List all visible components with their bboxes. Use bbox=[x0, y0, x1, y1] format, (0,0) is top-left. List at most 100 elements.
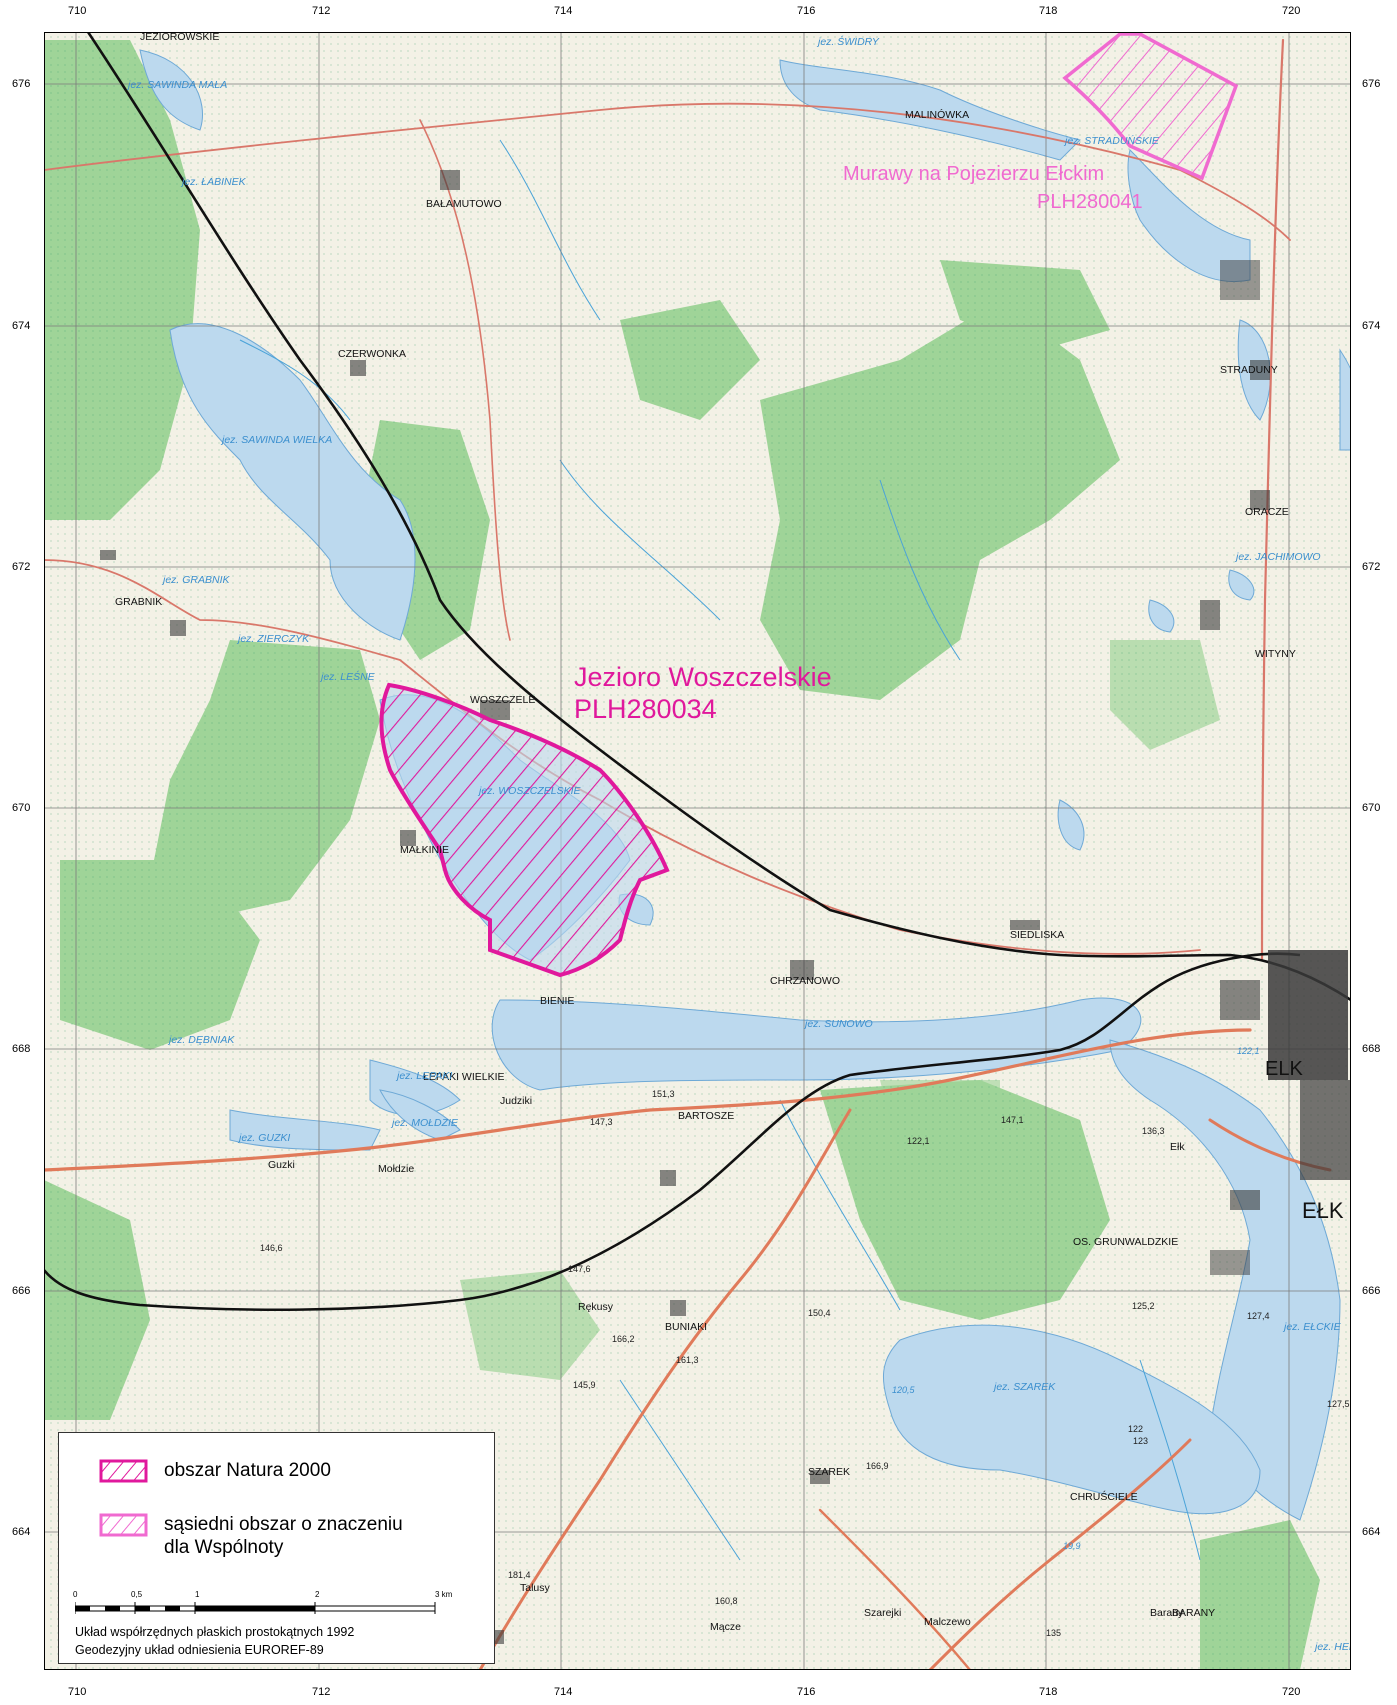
place-label: BARANY bbox=[1172, 1607, 1215, 1619]
lake-label: jez. SZAREK bbox=[992, 1381, 1056, 1393]
grid-lines bbox=[44, 32, 1351, 1670]
elevation-label: 122,1 bbox=[1237, 1046, 1260, 1056]
lake-label: jez. JACHIMOWO bbox=[1234, 551, 1321, 563]
streams bbox=[239, 139, 1201, 1561]
lake-label: jez. LEŚNE bbox=[319, 670, 376, 683]
scale-label: 3 km bbox=[435, 1590, 453, 1599]
place-label: CHRZANOWO bbox=[770, 975, 840, 987]
legend-footer-line1: Układ współrzędnych płaskich prostokątny… bbox=[75, 1625, 355, 1639]
elevation-label: 151,3 bbox=[652, 1089, 675, 1099]
elevation-label: 181,4 bbox=[508, 1570, 531, 1580]
place-label: BAŁAMUTOWO bbox=[426, 198, 502, 210]
lake-label: jez. WOSZCZELSKIE bbox=[477, 785, 582, 797]
scale-label: 2 bbox=[315, 1590, 320, 1599]
grid-y-right-670: 670 bbox=[1362, 802, 1381, 814]
place-label: GRABNIK bbox=[115, 596, 162, 608]
adjacent-label-line1: Murawy na Pojezierzu Ełckim bbox=[843, 163, 1104, 185]
site-label-line1: Jezioro Woszczelskie bbox=[574, 662, 832, 692]
grid-y-left-674: 674 bbox=[12, 320, 31, 332]
elevation-label: 122,1 bbox=[907, 1136, 930, 1146]
place-label: Szarejki bbox=[864, 1607, 901, 1619]
elevation-label: 145,9 bbox=[573, 1380, 596, 1390]
elevation-label: 166,9 bbox=[866, 1461, 889, 1471]
grid-y-left-676: 676 bbox=[12, 78, 31, 90]
scale-bar: 0 0,5 1 2 3 km bbox=[73, 1590, 455, 1616]
grid-y-left-666: 666 bbox=[12, 1285, 31, 1297]
elevation-label: 127,5 bbox=[1327, 1399, 1350, 1409]
grid-x-top-712: 712 bbox=[312, 5, 331, 17]
natura-site-woszczelskie bbox=[379, 682, 670, 978]
elevation-label: 161,3 bbox=[676, 1355, 699, 1365]
grid-x-top-716: 716 bbox=[797, 5, 816, 17]
buildings bbox=[100, 170, 1350, 1644]
lake-label: jez. EŁCKIE bbox=[1282, 1321, 1342, 1333]
place-label: Ełk bbox=[1170, 1141, 1185, 1153]
grid-y-right-674: 674 bbox=[1362, 320, 1381, 332]
place-label: WOSZCZELE bbox=[470, 694, 535, 706]
elevation-label: 150,4 bbox=[808, 1308, 831, 1318]
elevation-label: 120,5 bbox=[892, 1385, 916, 1395]
grid-x-top-714: 714 bbox=[554, 5, 573, 17]
place-label: BUNIAKI bbox=[665, 1321, 707, 1333]
topographic-map[interactable]: Jezioro Woszczelskie PLH280034 Murawy na… bbox=[44, 32, 1351, 1670]
grid-x-top-718: 718 bbox=[1039, 5, 1058, 17]
elevation-label: 135 bbox=[1046, 1628, 1061, 1638]
legend-natura-swatch bbox=[99, 1459, 148, 1483]
lake-label: jez. GUZKI bbox=[237, 1132, 290, 1144]
lake-label: jez. ŁABINEK bbox=[180, 176, 247, 188]
grid-x-bottom-718: 718 bbox=[1039, 1686, 1058, 1698]
legend: obszar Natura 2000 sąsiedni obszar o zna… bbox=[58, 1432, 495, 1664]
lake-label: jez. SAWINDA MAŁA bbox=[126, 79, 227, 91]
place-label: MAŁKINIE bbox=[400, 844, 449, 856]
legend-natura-label: obszar Natura 2000 bbox=[164, 1460, 331, 1481]
adjacent-site-murawy bbox=[1062, 32, 1239, 181]
elevation-label: 147,1 bbox=[1001, 1115, 1024, 1125]
grid-x-top-720: 720 bbox=[1282, 5, 1301, 17]
elevation-label: 147,3 bbox=[590, 1117, 613, 1127]
lake-label: jez. SUNOWO bbox=[803, 1018, 873, 1030]
legend-adjacent-label: sąsiedni obszar o znaczeniu dla Wspólnot… bbox=[164, 1513, 403, 1559]
place-label: SZAREK bbox=[808, 1466, 850, 1478]
town-label-elk-center: EŁK bbox=[1302, 1198, 1344, 1223]
place-label: ŁEPAKI WIELKIE bbox=[423, 1071, 505, 1083]
place-label: Rękusy bbox=[578, 1301, 614, 1313]
lake-label: jez. STRADUŃSKIE bbox=[1063, 134, 1160, 147]
legend-adjacent-swatch bbox=[99, 1513, 148, 1537]
place-label: Malczewo bbox=[924, 1616, 971, 1628]
place-label: BARTOSZE bbox=[678, 1110, 734, 1122]
legend-adjacent-line1: sąsiedni obszar o znaczeniu bbox=[164, 1514, 403, 1535]
elevation-label: 125,2 bbox=[1132, 1301, 1155, 1311]
place-label: Mołdzie bbox=[378, 1163, 414, 1175]
grid-x-bottom-716: 716 bbox=[797, 1686, 816, 1698]
scale-label: 1 bbox=[195, 1590, 200, 1599]
legend-footer-line2: Geodezyjny układ odniesienia EUROREF-89 bbox=[75, 1643, 324, 1657]
place-label: Guzki bbox=[268, 1159, 295, 1171]
lake-label: jez. HERTA BUZA bbox=[1313, 1641, 1351, 1653]
elevation-label: 136,3 bbox=[1142, 1126, 1165, 1136]
elevation-label: 166,2 bbox=[612, 1334, 635, 1344]
grid-y-left-664: 664 bbox=[12, 1526, 31, 1538]
elevation-labels: 151,3 147,3 122,1 147,1 136,3 146,6 147,… bbox=[260, 1046, 1350, 1638]
grid-y-right-666: 666 bbox=[1362, 1285, 1381, 1297]
grid-x-bottom-712: 712 bbox=[312, 1686, 331, 1698]
place-label: CZERWONKA bbox=[338, 348, 406, 360]
place-label: ORACZE bbox=[1245, 506, 1289, 518]
site-label-line2: PLH280034 bbox=[574, 694, 717, 724]
lake-label: jez. ŚWIDRY bbox=[816, 35, 880, 48]
scale-bar-graphic bbox=[75, 1602, 436, 1614]
grid-y-left-672: 672 bbox=[12, 561, 31, 573]
place-label: Barany bbox=[1150, 1607, 1184, 1619]
grid-y-left-668: 668 bbox=[12, 1043, 31, 1055]
place-label: STRADUNY bbox=[1220, 364, 1278, 376]
legend-adjacent-line2: dla Wspólnoty bbox=[164, 1537, 284, 1558]
roads bbox=[44, 38, 1332, 1670]
lake-label: jez. ZIERCZYK bbox=[236, 633, 310, 645]
lake-label: jez. GRABNIK bbox=[161, 574, 231, 586]
place-label: SIEDLISKA bbox=[1010, 929, 1064, 941]
legend-item-adjacent: sąsiedni obszar o znaczeniu dla Wspólnot… bbox=[99, 1513, 403, 1559]
elevation-label: 123 bbox=[1133, 1436, 1148, 1446]
lake-labels: jez. ŚWIDRY jez. SAWINDA MAŁA jez. ŁABIN… bbox=[126, 35, 1351, 1653]
scale-label: 0 bbox=[73, 1590, 78, 1599]
legend-item-natura: obszar Natura 2000 bbox=[99, 1459, 331, 1483]
